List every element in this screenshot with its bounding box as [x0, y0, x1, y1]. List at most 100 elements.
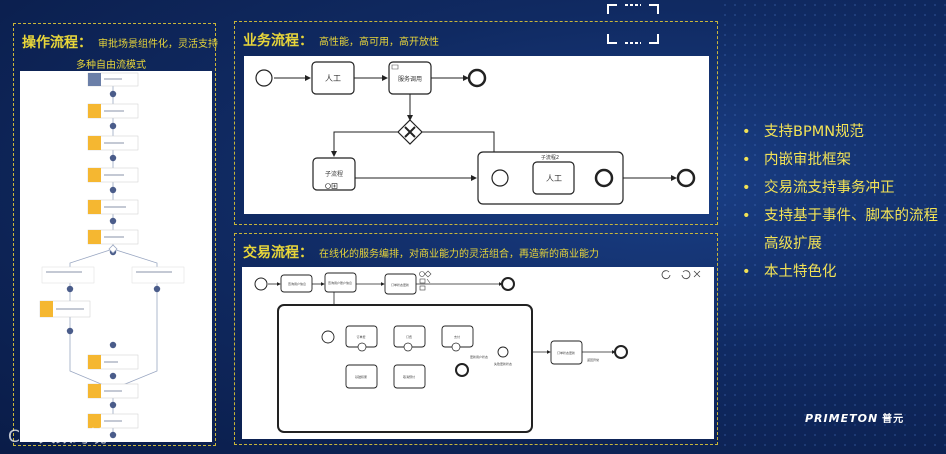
approval-node-icon — [40, 301, 53, 317]
task-subprocess[interactable] — [312, 157, 356, 191]
feature-list: 支持BPMN规范 内嵌审批框架 交易流支持事务冲正 支持基于事件、脚本的流程高级… — [742, 118, 942, 286]
start-event-icon[interactable] — [255, 69, 273, 87]
task-t1[interactable] — [280, 274, 313, 293]
operation-flow-subtitle-line2: 多种自由流模式 — [76, 60, 146, 71]
trade-orchestration-canvas[interactable]: 查询用户信息 查询用户账户信息 订单状态更新 订单费 订费 — [242, 267, 714, 439]
service-task-gear-icon — [391, 64, 399, 70]
approval-node-icon — [88, 414, 101, 428]
branch-condition-left[interactable] — [41, 266, 95, 284]
task-t8[interactable] — [393, 364, 426, 389]
task-manual-label: 人工 — [325, 74, 341, 83]
task-subprocess-label: 子流程 — [325, 170, 343, 178]
flow-label-l3: 返回异常 — [587, 357, 599, 362]
trade-orchestration-diagram: 查询用户信息 查询用户账户信息 订单状态更新 订单费 订费 — [254, 270, 701, 433]
flow-label-l2: 失败更新状态 — [494, 361, 512, 366]
task-t6-label: 支付 — [454, 334, 460, 339]
approval-node-icon — [88, 136, 101, 150]
task-t1-label: 查询用户信息 — [288, 281, 306, 286]
subprocess-title: 子流程2 — [541, 154, 559, 161]
boundary-event-icon[interactable] — [403, 342, 413, 352]
task-t2[interactable] — [324, 272, 357, 293]
approval-flow-diagram — [39, 72, 185, 439]
task-t9[interactable] — [550, 340, 583, 365]
task-t4-label: 订单费 — [356, 334, 365, 339]
pad-delete-icon[interactable] — [419, 285, 426, 291]
brand-name: PRIMETON — [805, 412, 879, 425]
branch-condition-right[interactable] — [131, 266, 185, 284]
approval-node-icon — [88, 200, 101, 214]
task-service-call[interactable] — [388, 61, 432, 95]
loop-marker-icon — [325, 183, 331, 189]
task-t7[interactable] — [345, 364, 378, 389]
feature-item: 本土特色化 — [742, 258, 942, 286]
undo-icon[interactable] — [661, 270, 671, 280]
error-boundary-event-icon[interactable] — [497, 346, 509, 358]
feature-item: 支持BPMN规范 — [742, 118, 942, 146]
task-t7-label: 基础积累 — [355, 374, 367, 379]
trade-flow-panel: 交易流程：在线化的服务编排，对商业能力的灵活组合，再造新的商业能力 — [234, 233, 718, 445]
flow-label-l1: 更新用户状态 — [470, 354, 488, 359]
corner-bracket-decoration — [607, 4, 659, 44]
boundary-event-icon[interactable] — [357, 342, 367, 352]
operation-flow-panel: 操作流程：审批场景组件化，灵活支持 多种自由流模式 — [13, 23, 218, 446]
sub-start-event-icon[interactable] — [491, 169, 509, 187]
operation-flow-title: 操作流程：审批场景组件化，灵活支持 — [22, 35, 218, 51]
approval-nodes — [39, 103, 139, 429]
task-t9-label: 订单状态更新 — [557, 350, 575, 355]
approval-node-icon — [88, 230, 101, 244]
trade-end-event-icon[interactable] — [501, 277, 515, 291]
feature-item: 内嵌审批框架 — [742, 146, 942, 174]
business-flow-title: 业务流程：高性能，高可用，高开放性 — [243, 33, 439, 49]
approval-node-icon — [88, 168, 101, 182]
task-t5-label: 订费 — [406, 334, 412, 339]
pad-connect-icon[interactable] — [426, 278, 431, 284]
gateway-x-mark — [404, 126, 416, 138]
task-service-call-label: 服务调用 — [398, 75, 422, 83]
redo-icon[interactable] — [681, 270, 691, 280]
branch-gateway-icon — [108, 244, 118, 254]
start-node-icon — [88, 73, 101, 86]
business-flow-subtitle: 高性能，高可用，高开放性 — [319, 37, 439, 48]
feature-item: 交易流支持事务冲正 — [742, 174, 942, 202]
add-node-connectors — [66, 90, 161, 439]
boundary-event-icon[interactable] — [451, 342, 461, 352]
pad-task-icon[interactable] — [419, 278, 426, 284]
trade-start-event-icon[interactable] — [254, 277, 268, 291]
feature-item: 支持基于事件、脚本的流程高级扩展 — [742, 202, 942, 258]
bpmn-business-canvas[interactable]: 人工 服务调用 子流程 子流程2 人工 — [244, 56, 709, 214]
trade-flow-subtitle: 在线化的服务编排，对商业能力的灵活组合，再造新的商业能力 — [319, 249, 599, 260]
approval-flow-canvas[interactable] — [20, 71, 212, 442]
approval-node-icon — [88, 355, 101, 369]
end-event-icon[interactable] — [467, 68, 487, 88]
pad-event-icon[interactable] — [419, 271, 425, 277]
context-pad — [419, 270, 432, 291]
sub-task-manual-label: 人工 — [546, 174, 562, 183]
task-manual[interactable] — [311, 61, 355, 95]
task-t2-label: 查询用户账户信息 — [328, 280, 352, 285]
canvas-toolbar — [661, 270, 701, 280]
trade-tasks: 查询用户信息 查询用户账户信息 订单状态更新 — [280, 272, 417, 295]
close-icon[interactable] — [693, 270, 701, 278]
inner-start-event-icon[interactable] — [321, 330, 335, 344]
watermark: CO 大数跨境 — [8, 427, 107, 447]
task-t3[interactable] — [384, 273, 417, 295]
task-t8-label: 取消预付 — [403, 374, 415, 379]
operation-flow-subtitle: 审批场景组件化，灵活支持 — [98, 39, 218, 50]
expand-marker-icon — [331, 183, 338, 189]
pad-gateway-icon[interactable] — [424, 270, 432, 278]
approval-node-icon — [88, 104, 101, 118]
approval-node-icon — [88, 384, 101, 398]
final-end-event-icon[interactable] — [676, 168, 696, 188]
plus-icon — [333, 184, 336, 188]
inner-end-event-icon[interactable] — [455, 363, 469, 377]
task-t3-label: 订单状态更新 — [391, 282, 409, 287]
business-flow-panel: 业务流程：高性能，高可用，高开放性 人工 服务调用 — [234, 21, 718, 225]
compensation-boundary-events — [357, 342, 461, 352]
brand-name-cn: 普元 — [882, 414, 905, 425]
trade-flow-title: 交易流程：在线化的服务编排，对商业能力的灵活组合，再造新的商业能力 — [243, 245, 599, 261]
bpmn-business-diagram: 人工 服务调用 子流程 子流程2 人工 — [255, 61, 696, 205]
sub-task-manual[interactable] — [532, 161, 575, 195]
sub-end-event-icon[interactable] — [594, 168, 614, 188]
exception-end-event-icon[interactable] — [614, 345, 628, 359]
